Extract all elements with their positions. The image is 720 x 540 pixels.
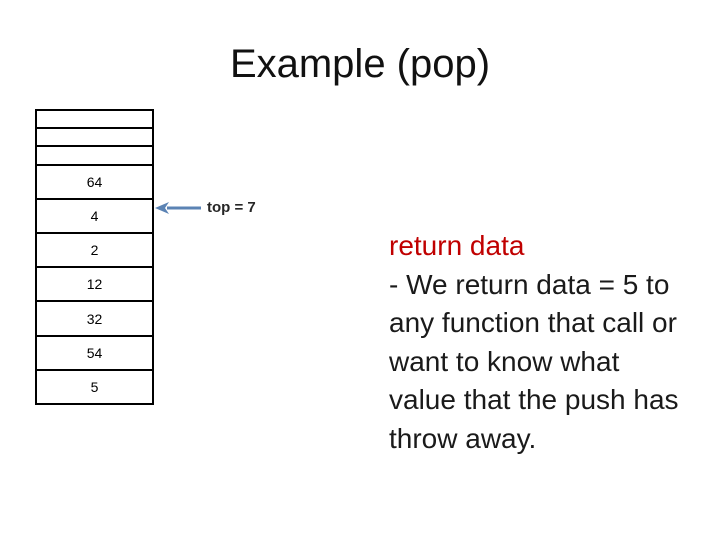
stack-cell: 2 [37,234,152,269]
stack-cell [37,111,152,130]
note-line: throw away. [389,422,537,454]
top-pointer-label: top = 7 [207,199,256,216]
note-line: value that the push has [389,384,679,415]
slide-title: Example (pop) [229,42,491,86]
note-text-block: return data - We return data = 5 to any … [389,227,714,458]
note-heading: return data [389,230,525,261]
stack-cell: 32 [37,302,152,337]
stack-cell: 54 [37,337,152,371]
stack-cell: 12 [37,268,152,303]
stack-diagram: 64 4 2 12 32 54 5 [35,109,154,405]
note-line: want to know what [389,345,620,377]
stack-cell [37,129,152,148]
stack-cell [37,147,152,166]
stack-cell: 64 [37,166,152,200]
left-arrow-icon [155,201,203,215]
stack-cell: 4 [37,200,152,235]
stack-cell: 5 [90,378,99,395]
note-line: any function that call or [389,307,677,338]
note-line: - We return data = 5 to [389,268,670,300]
